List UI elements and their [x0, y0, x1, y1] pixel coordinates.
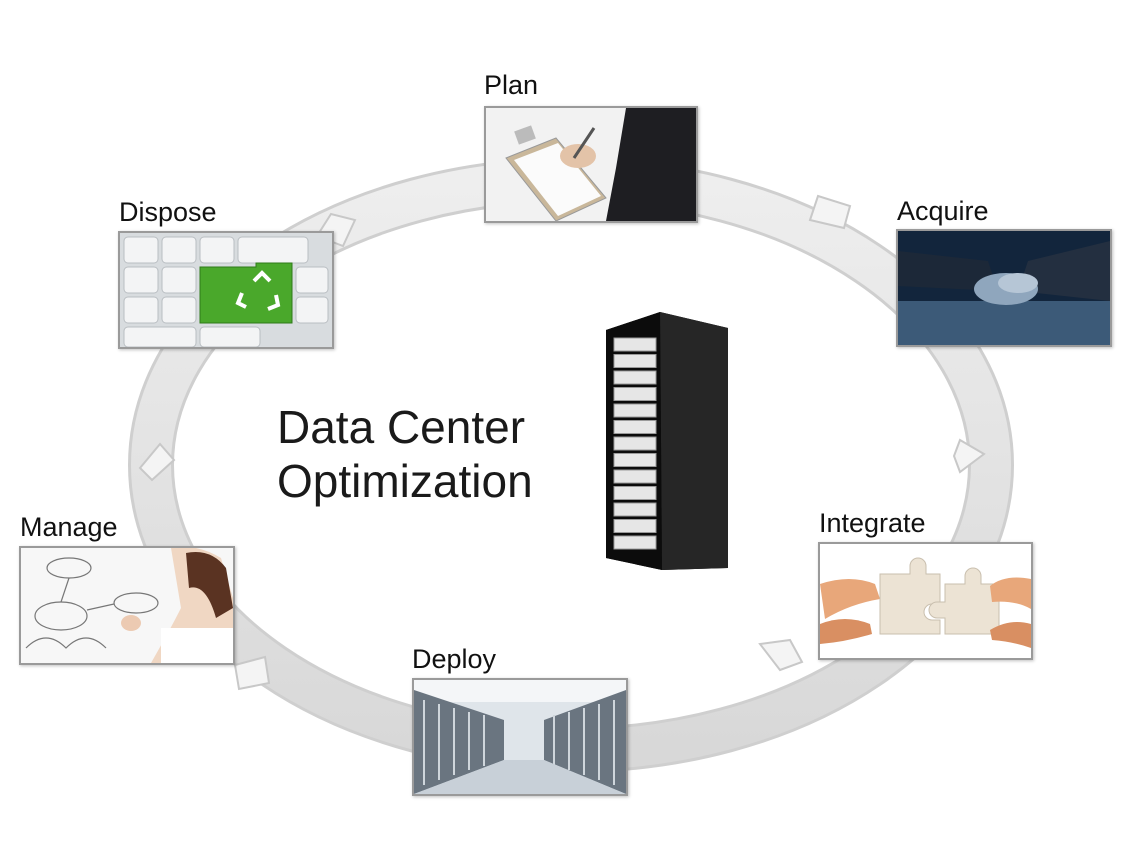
ring-arrow — [952, 438, 986, 474]
rack-unit-slot — [613, 420, 657, 434]
ring-arrow — [233, 655, 271, 691]
rack-unit-slot — [613, 387, 657, 401]
stage-label-integrate: Integrate — [819, 508, 926, 538]
rack-unit-slot — [613, 403, 657, 418]
clipboard-writing-image — [486, 108, 696, 221]
title-line-2: Optimization — [277, 455, 533, 507]
rack-unit-slot — [613, 436, 657, 451]
deploy-photo — [412, 678, 628, 796]
manage-photo — [19, 546, 235, 665]
rack-unit-slot — [613, 535, 657, 550]
title-line-1: Data Center — [277, 401, 526, 453]
plan-photo — [484, 106, 698, 223]
whiteboard-sketch-image — [21, 548, 233, 663]
recycle-keyboard-image — [120, 233, 332, 347]
rack-unit-slot — [613, 354, 657, 368]
ring-arrow — [138, 442, 176, 482]
rack-unit-slot — [613, 453, 657, 467]
ring-arrow — [758, 638, 804, 672]
rack-unit-slot — [613, 486, 657, 500]
stage-label-manage: Manage — [20, 512, 118, 542]
acquire-photo — [896, 229, 1112, 347]
puzzle-pieces-image — [820, 544, 1031, 658]
server-rack-image — [606, 312, 728, 570]
stage-label-dispose: Dispose — [119, 197, 217, 227]
rack-unit-slot — [613, 519, 657, 533]
rack-unit-slot — [613, 469, 657, 484]
integrate-photo — [818, 542, 1033, 660]
rack-unit-slot — [613, 370, 657, 385]
stage-label-plan: Plan — [484, 70, 539, 100]
server-room-image — [414, 680, 626, 794]
handshake-image — [898, 231, 1110, 345]
recycle-icon — [235, 270, 281, 311]
diagram-title: Data Center Optimization — [277, 400, 533, 508]
rack-unit-slot — [613, 337, 657, 352]
stage-label-deploy: Deploy — [412, 644, 497, 674]
stage-label-acquire: Acquire — [897, 196, 989, 226]
rack-unit-slot — [613, 502, 657, 517]
ring-arrow — [808, 194, 852, 230]
dispose-photo — [118, 231, 334, 349]
